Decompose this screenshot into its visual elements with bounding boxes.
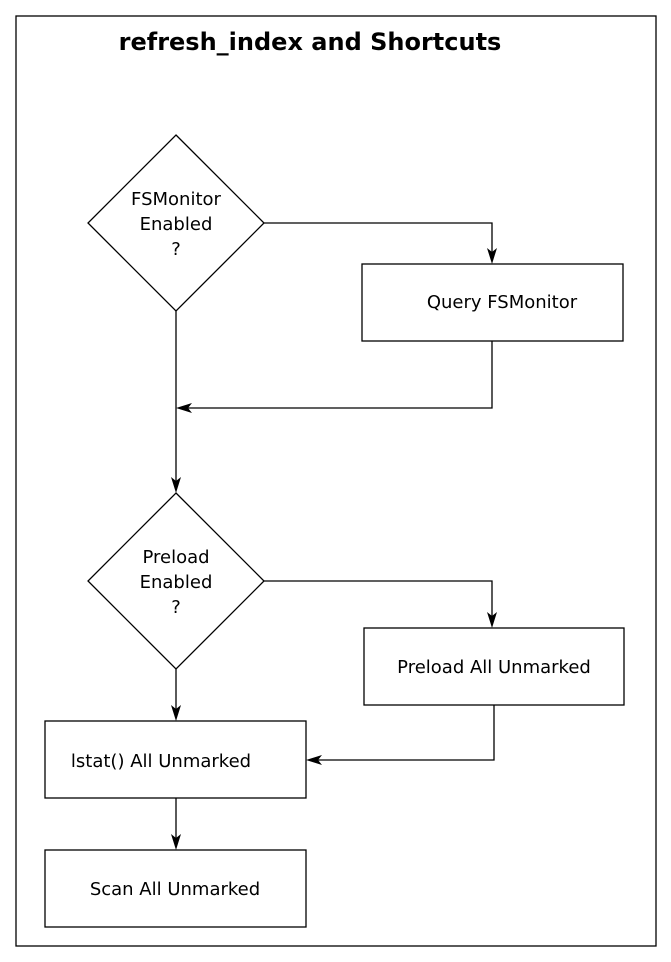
scan-all-unmarked-node: Scan All Unmarked [44,849,307,928]
arrowhead-left-icon [306,755,322,765]
edge-preload-all-to-lstat [306,705,495,765]
arrowhead-down-icon [171,477,181,493]
edge-lstat-to-scan [171,798,181,850]
scan-all-unmarked-box [44,849,307,928]
diagram-title: refresh_index and Shortcuts [119,28,502,56]
arrowhead-left-icon [176,403,192,413]
fsmonitor-decision-line-3: ? [171,239,181,260]
edge-query-to-merge-line [188,341,493,409]
diagram-border [15,15,657,947]
edge-fsmonitor-down [171,311,181,493]
preload-all-unmarked-label: Preload All Unmarked [397,657,591,678]
preload-decision-line-2: Enabled [140,572,213,593]
preload-decision-node: Preload Enabled ? [87,492,265,670]
query-fsmonitor-node: Query FSMonitor [361,263,624,342]
lstat-all-unmarked-node: lstat() All Unmarked [44,720,307,799]
arrowhead-down-icon [171,834,181,850]
fsmonitor-decision-line-1: FSMonitor [131,189,221,210]
edge-preload-to-preload-all [264,580,497,628]
edge-preload-to-lstat [171,669,181,721]
scan-all-unmarked-label: Scan All Unmarked [90,879,260,900]
edge-fsmonitor-to-query-line [264,222,493,252]
fsmonitor-decision-node: FSMonitor Enabled ? [87,134,265,312]
fsmonitor-decision-line-2: Enabled [140,214,213,235]
lstat-all-unmarked-box [44,720,307,799]
edge-preload-all-to-lstat-line [318,705,495,761]
preload-decision-line-3: ? [171,597,181,618]
edge-fsmonitor-to-query [264,222,497,264]
arrowhead-down-icon [171,705,181,721]
arrowhead-down-icon [487,612,497,628]
arrowhead-down-icon [487,248,497,264]
preload-decision-line-1: Preload [142,547,209,568]
query-fsmonitor-label: Query FSMonitor [427,292,578,313]
lstat-all-unmarked-label: lstat() All Unmarked [71,751,251,772]
edge-preload-to-preload-all-line [264,580,493,616]
preload-all-unmarked-node: Preload All Unmarked [363,627,625,706]
query-fsmonitor-box [361,263,624,342]
edge-query-to-merge [176,341,493,413]
